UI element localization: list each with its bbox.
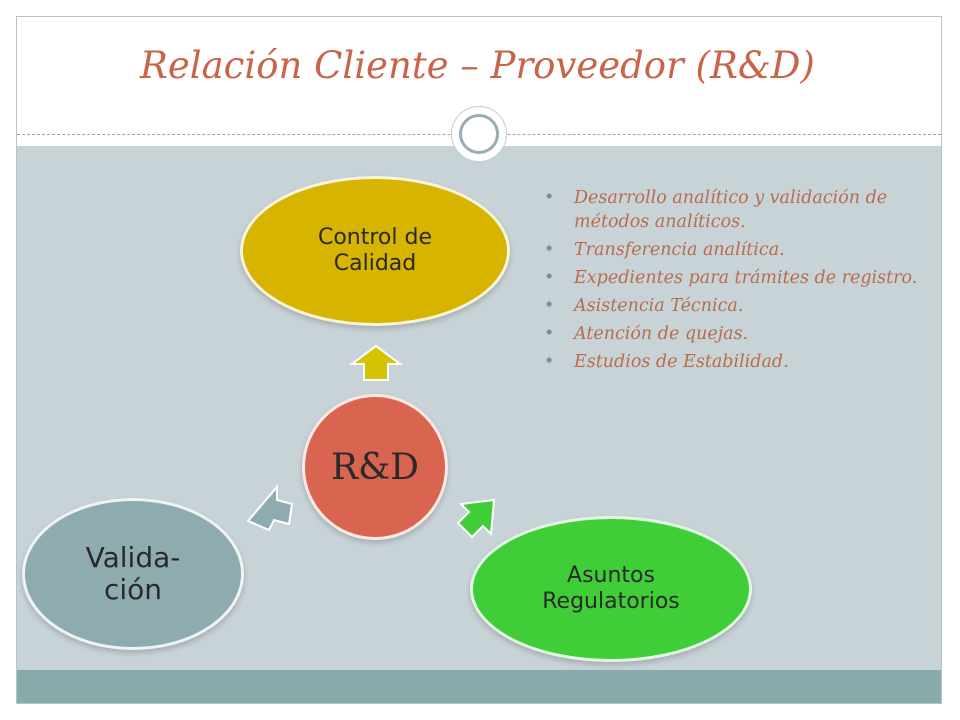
node-validation-line2: ción: [103, 573, 163, 606]
node-validation-line1: Valida-: [85, 541, 181, 574]
node-rd-label: R&D: [330, 446, 419, 488]
services-list-item: Asistencia Técnica.: [538, 294, 938, 318]
arrow-to-regulatory-affairs: [456, 498, 496, 539]
node-quality-control-line1: Control de: [317, 225, 433, 250]
services-list: Desarrollo analítico y validación de mét…: [538, 186, 938, 378]
node-regulatory-affairs-line2: Regulatorios: [542, 589, 680, 614]
services-list-item: Transferencia analítica.: [538, 238, 938, 262]
circle-ornament-inner: [459, 114, 499, 154]
arrow-to-quality-control: [349, 344, 403, 381]
node-rd-center: R&D: [302, 394, 448, 540]
footer-bar: [17, 670, 941, 703]
services-list-item: Atención de quejas.: [538, 322, 938, 346]
services-list-item: Expedientes para trámites de registro.: [538, 266, 938, 290]
node-quality-control: Control de Calidad: [240, 176, 510, 326]
arrow-to-validation: [246, 484, 294, 532]
services-list-item: Desarrollo analítico y validación de mét…: [538, 186, 938, 234]
circle-ornament-icon: [451, 106, 507, 162]
node-quality-control-line2: Calidad: [333, 251, 417, 276]
node-regulatory-affairs-line1: Asuntos: [567, 563, 655, 588]
node-validation: Valida- ción: [22, 498, 244, 650]
services-list-item: Estudios de Estabilidad.: [538, 350, 938, 374]
node-regulatory-affairs: Asuntos Regulatorios: [470, 516, 752, 662]
slide-title: Relación Cliente – Proveedor (R&D): [140, 44, 815, 87]
